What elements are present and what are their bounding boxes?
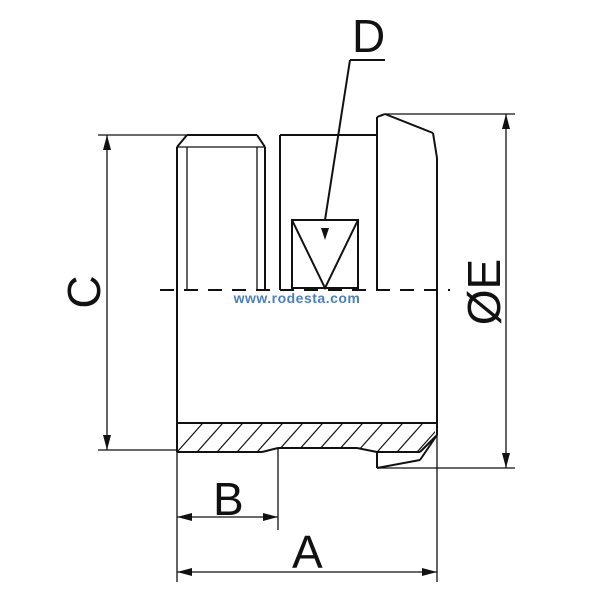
label-a: A	[292, 526, 323, 578]
label-b: B	[213, 473, 244, 525]
watermark: www.rodesta.com	[233, 290, 361, 306]
dim-c	[98, 134, 187, 451]
body-outline	[176, 113, 438, 469]
dim-e	[377, 113, 515, 469]
label-e: ØE	[458, 259, 510, 325]
label-d: D	[352, 10, 385, 62]
dim-b	[176, 448, 279, 530]
label-c: C	[58, 275, 110, 308]
hatched-section	[177, 423, 435, 452]
d-marker	[291, 59, 385, 291]
dim-a	[176, 435, 438, 582]
